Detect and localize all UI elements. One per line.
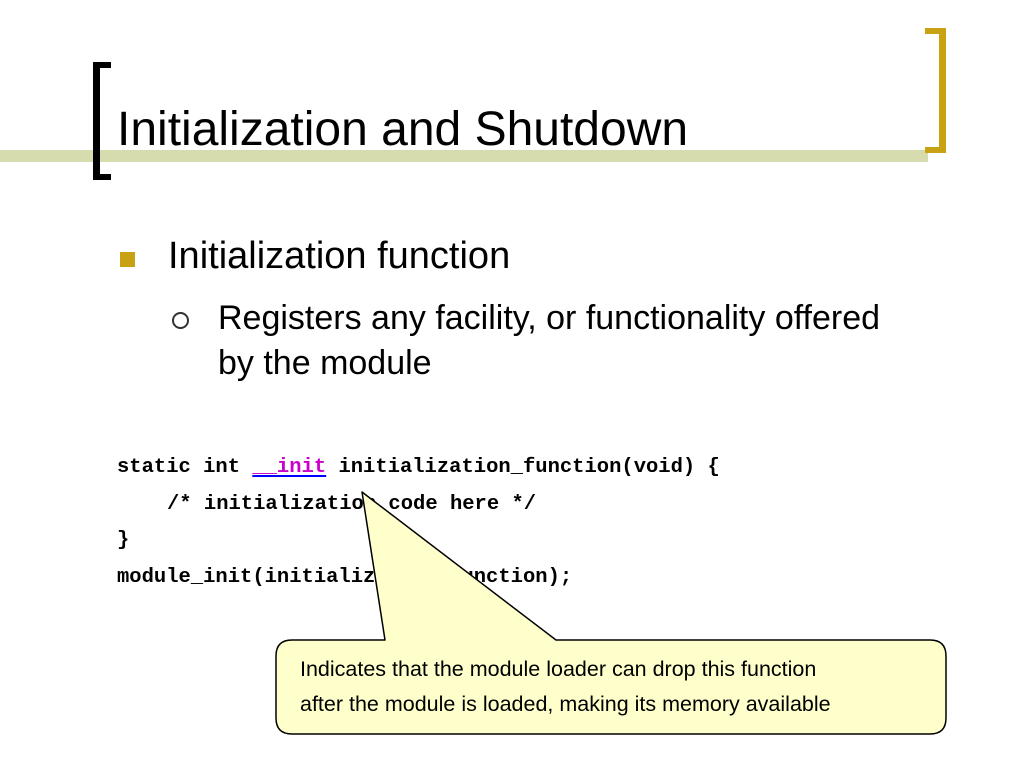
code-suffix: initialization_function(void) {	[326, 456, 720, 479]
title-band	[0, 150, 928, 162]
left-bracket-decoration	[93, 62, 111, 180]
callout-line-1: Indicates that the module loader can dro…	[300, 657, 817, 681]
callout-text: Indicates that the module loader can dro…	[300, 652, 940, 722]
slide-title: Initialization and Shutdown	[117, 103, 689, 156]
sub-bullet-text: Registers any facility, or functionality…	[218, 299, 881, 382]
code-line-3: }	[117, 529, 130, 552]
code-prefix: static int	[117, 456, 253, 479]
square-bullet-icon	[120, 252, 135, 267]
code-line-2: /* initialization code here */	[167, 492, 537, 516]
callout-line-2: after the module is loaded, making its m…	[300, 692, 831, 716]
circle-bullet-icon	[172, 312, 189, 329]
init-keyword: __init	[252, 456, 327, 479]
code-line-1: static int __init initialization_functio…	[117, 450, 720, 487]
right-bracket-decoration	[925, 28, 946, 153]
bullet-text: Initialization function	[168, 235, 511, 277]
